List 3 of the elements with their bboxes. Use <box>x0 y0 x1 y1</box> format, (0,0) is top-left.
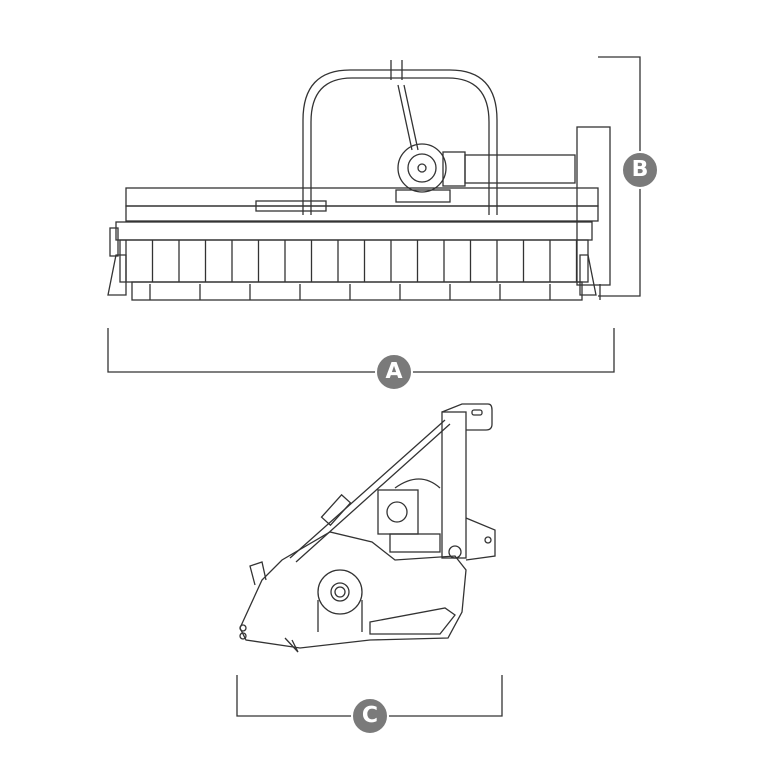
dimension-letter: B <box>621 151 659 189</box>
dimension-letter: A <box>375 353 413 391</box>
dimension-letter: C <box>351 697 389 735</box>
